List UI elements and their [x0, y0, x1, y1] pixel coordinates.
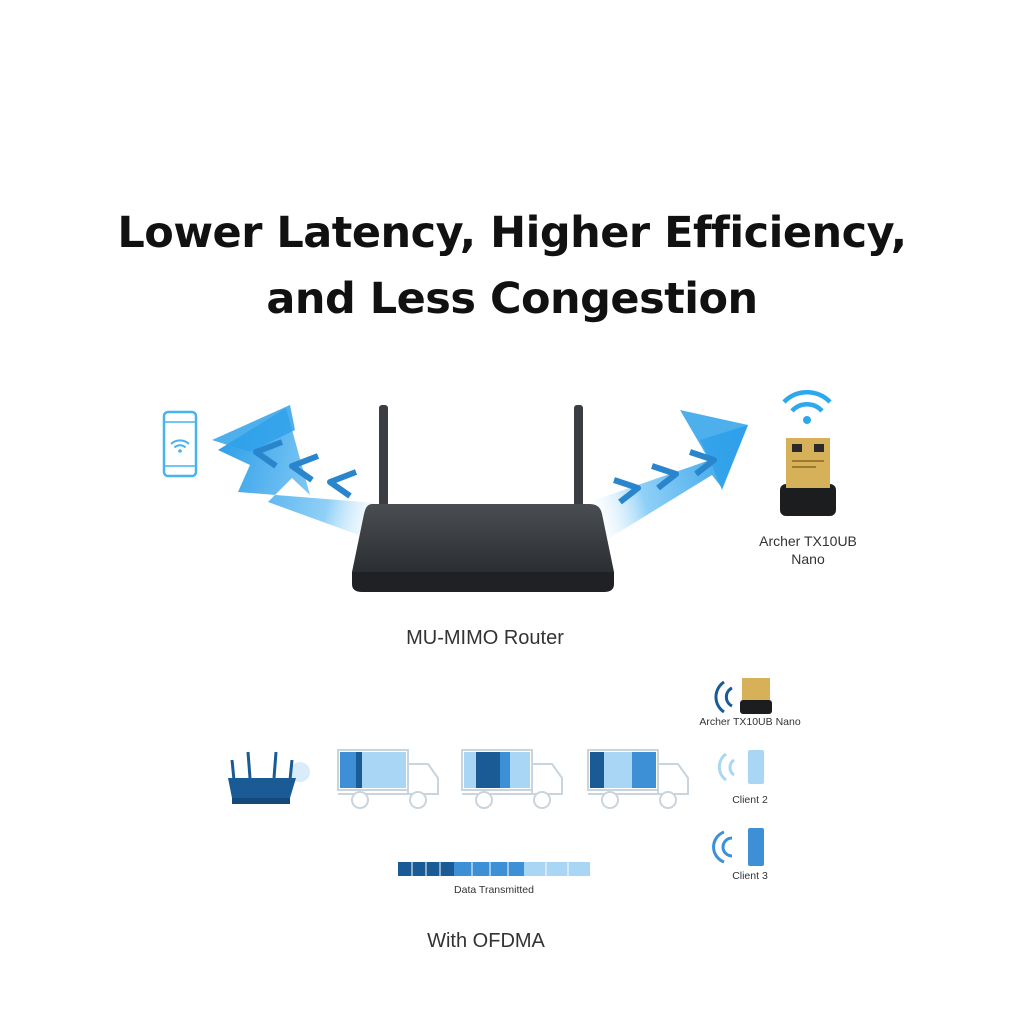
- client-1-label: Archer TX10UB Nano: [699, 716, 801, 728]
- client-1-device: [714, 678, 772, 714]
- headline-line-1: Lower Latency, Higher Efficiency,: [117, 208, 907, 258]
- client-2-label: Client 2: [732, 794, 768, 806]
- data-transmitted-bar: [398, 862, 590, 876]
- usb-adapter-icon: [780, 438, 836, 516]
- phone-wifi-icon: [162, 410, 198, 478]
- mu-mimo-diagram: [0, 380, 1024, 660]
- client-3-device: [712, 828, 764, 866]
- router-icon: [228, 751, 310, 804]
- router-label: MU-MIMO Router: [406, 627, 564, 649]
- client-2-device: [717, 750, 764, 784]
- beam-arrow-left: [212, 405, 400, 550]
- client-3-label: Client 3: [732, 870, 768, 882]
- beam-arrow-right: [580, 410, 748, 550]
- truck-icon: [461, 749, 563, 809]
- router-icon: [352, 405, 614, 592]
- ofdma-caption: With OFDMA: [427, 930, 545, 952]
- adapter-label: Archer TX10UB Nano: [728, 532, 888, 568]
- ofdma-diagram: [0, 660, 1024, 910]
- headline-line-2: and Less Congestion: [266, 274, 758, 324]
- truck-icon: [587, 749, 689, 809]
- headline: Lower Latency, Higher Efficiency, and Le…: [0, 200, 1024, 332]
- adapter-label-line-2: Nano: [791, 551, 825, 567]
- ofdma-graphic: [228, 678, 772, 876]
- wifi-icon: [782, 390, 832, 424]
- mu-mimo-graphic: [162, 390, 836, 592]
- truck-icon: [337, 749, 439, 809]
- adapter-label-line-1: Archer TX10UB: [759, 533, 857, 549]
- data-transmitted-label: Data Transmitted: [454, 884, 534, 896]
